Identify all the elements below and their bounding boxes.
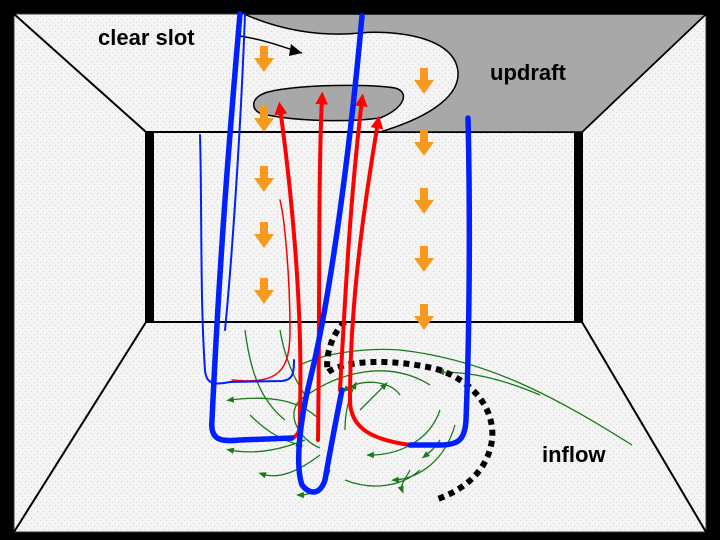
swirl-4	[344, 469, 421, 487]
downdraft-arrow-9	[414, 246, 434, 272]
vortex-line-inner	[199, 134, 295, 385]
edge-bottom-right	[581, 321, 707, 533]
clear-slot-label: clear slot	[98, 25, 195, 50]
swirl-14	[397, 469, 411, 494]
inflow-line-outer	[299, 348, 633, 446]
clear-slot-pointer-head	[289, 44, 302, 56]
downdraft-arrows	[254, 46, 434, 330]
updraft-line-3	[338, 93, 368, 392]
swirl-6	[226, 396, 321, 421]
swirl-3	[391, 424, 456, 483]
swirl-15	[421, 439, 441, 459]
swirl-8	[258, 454, 321, 479]
vortex-line-center	[296, 13, 365, 495]
gust-front-curve	[324, 319, 496, 503]
edge-top-left	[13, 13, 147, 133]
updraft-label: updraft	[490, 60, 566, 85]
swirl-10	[359, 382, 388, 411]
downdraft-arrow-3	[254, 166, 274, 192]
downdraft-arrow-8	[414, 188, 434, 214]
updraft-inner-lobe	[253, 84, 405, 122]
swirl-16	[249, 414, 304, 448]
left-wall-shadow	[146, 132, 154, 322]
downdraft-arrow-4	[254, 222, 274, 248]
inflow-label: inflow	[542, 442, 606, 467]
swirl-11	[344, 381, 357, 431]
downdraft-arrow-5	[254, 278, 274, 304]
vortex-line-right	[407, 115, 473, 448]
vortex-line-left-thin	[224, 13, 246, 331]
downdraft-arrow-7	[414, 130, 434, 156]
updraft-line-5	[231, 199, 291, 382]
right-wall-shadow	[574, 132, 582, 322]
downdraft-arrow-6	[414, 68, 434, 94]
updraft-line-4	[347, 115, 412, 447]
updraft-shade	[243, 13, 708, 133]
downdraft-arrow-10	[414, 304, 434, 330]
vortex-line-left	[209, 11, 295, 444]
updraft-region	[239, 13, 708, 133]
updraft-line-2	[315, 91, 329, 442]
gust-front	[324, 319, 496, 503]
downdraft-arrow-2	[254, 106, 274, 132]
edge-bottom-left	[13, 321, 147, 533]
vortex-lines	[199, 11, 473, 495]
downdraft-arrow-1	[254, 46, 274, 72]
